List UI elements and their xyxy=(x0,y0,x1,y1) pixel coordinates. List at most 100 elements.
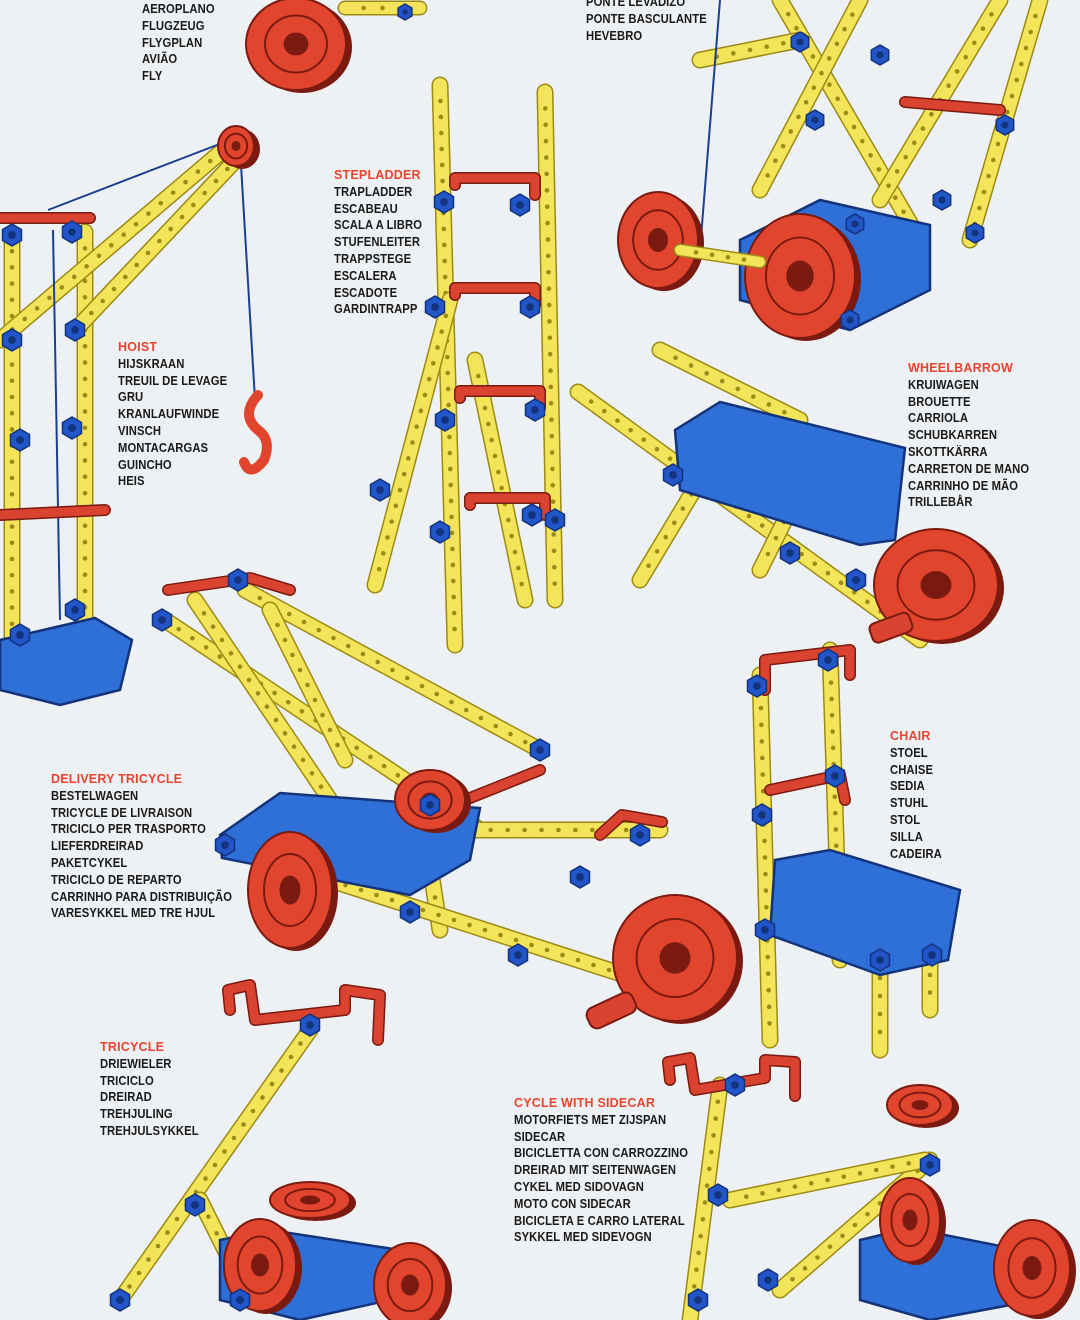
chair-line: SEDIA xyxy=(890,779,925,794)
strip-hole xyxy=(548,368,553,373)
strip-hole xyxy=(544,188,550,193)
wheelbarrow-line: KRUIWAGEN xyxy=(908,377,979,392)
aeroplane-line: AEROPLANO xyxy=(142,2,215,16)
bolt-core xyxy=(191,1201,199,1209)
strip-hole xyxy=(419,683,425,689)
strip-hole xyxy=(448,482,454,488)
bolt-core xyxy=(306,1021,314,1029)
strip-hole xyxy=(452,626,457,632)
strip-hole xyxy=(438,98,443,104)
bolt-core xyxy=(926,1161,934,1169)
hook-icon xyxy=(239,390,272,475)
strip-hole xyxy=(759,739,765,744)
strip-hole xyxy=(404,675,410,681)
cycle-with-sidecar-line: DREIRAD MIT SEITENWAGEN xyxy=(514,1163,677,1178)
strip-hole xyxy=(773,158,778,164)
strip-hole xyxy=(450,546,455,552)
strip-hole xyxy=(467,922,472,928)
strip-hole xyxy=(389,897,395,903)
bolt-core xyxy=(234,576,242,584)
strip-hole xyxy=(318,784,324,789)
strip-hole xyxy=(441,226,447,232)
strip-hole xyxy=(765,173,770,178)
strip-hole xyxy=(829,696,834,702)
strip-hole xyxy=(82,392,88,398)
strip-hole xyxy=(704,1183,710,1189)
strip-hole xyxy=(301,619,307,625)
strip-hole xyxy=(191,202,196,208)
strip-hole xyxy=(759,755,765,761)
strip-hole xyxy=(9,394,15,400)
label-hoist: HOIST HIJSKRAAN TREUIL DE LEVAGE GRU KRA… xyxy=(118,339,239,490)
strip-hole xyxy=(794,25,799,31)
tricycle-title: TRICYCLE xyxy=(100,1040,165,1054)
strip-hole xyxy=(447,434,452,440)
bolt-core xyxy=(536,746,544,754)
strip-hole xyxy=(443,313,449,319)
strip-hole xyxy=(207,158,213,164)
strip-hole xyxy=(343,882,348,888)
chair-line: STUHL xyxy=(890,796,928,811)
strip-hole xyxy=(765,551,771,557)
strip-hole xyxy=(551,548,557,554)
strip-hole xyxy=(544,171,549,177)
strip-hole xyxy=(857,1171,863,1176)
strip-hole xyxy=(345,643,351,649)
strip-hole xyxy=(450,578,456,584)
strip-hole xyxy=(543,138,549,144)
strip-hole xyxy=(719,378,725,384)
strip-hole xyxy=(763,888,769,893)
wheel-rim xyxy=(264,14,328,74)
strip-hole xyxy=(588,399,594,404)
tricycle-line: TREHJULSYKKEL xyxy=(100,1123,199,1138)
axle xyxy=(585,991,638,1030)
aeroplane-line: AVIÃO xyxy=(142,52,178,67)
delivery-tricycle-line: VARESYKKEL MED TRE HJUL xyxy=(51,906,216,921)
strip-hole xyxy=(279,1068,284,1073)
strip-hole xyxy=(773,535,779,541)
strip-hole xyxy=(920,126,926,131)
tricycle-line: TRICICLO xyxy=(100,1073,154,1088)
strip xyxy=(73,138,257,332)
strip-hole xyxy=(492,453,498,459)
strip-hole xyxy=(808,1181,814,1186)
hoist-line: MONTACARGAS xyxy=(118,440,209,455)
strip-hole xyxy=(446,402,451,408)
bolt-core xyxy=(851,220,859,228)
strip-hole xyxy=(222,1149,227,1154)
wheel-rim xyxy=(407,780,453,820)
wheel-rim xyxy=(223,132,249,160)
strip-hole xyxy=(361,5,367,11)
strip-hole xyxy=(876,167,882,172)
strip-hole xyxy=(505,827,510,833)
strip-hole xyxy=(760,772,766,777)
strip-hole xyxy=(82,539,88,545)
strip-hole xyxy=(286,611,292,617)
strip-hole xyxy=(225,166,230,172)
strip-hole xyxy=(82,343,88,349)
strip-hole xyxy=(832,794,838,800)
strip-hole xyxy=(449,514,454,520)
strip-hole xyxy=(418,408,424,414)
strip-hole xyxy=(946,83,951,89)
strip-hole xyxy=(431,361,436,366)
strip-hole xyxy=(851,124,857,130)
strip-hole xyxy=(700,1216,706,1222)
strip-hole xyxy=(709,1149,714,1155)
strip-hole xyxy=(488,827,494,833)
strip-hole xyxy=(834,843,839,849)
strip-hole xyxy=(545,220,550,226)
strip-hole xyxy=(436,912,441,918)
strip-hole xyxy=(1019,61,1024,67)
strip-hole xyxy=(759,722,764,728)
model-delivery-tricycle xyxy=(151,568,743,1030)
bracket xyxy=(595,810,667,840)
strip-hole xyxy=(1005,109,1010,115)
strip-hole xyxy=(375,659,381,665)
strip-hole xyxy=(368,754,373,760)
strip-hole xyxy=(165,1230,170,1235)
strip-hole xyxy=(829,712,835,718)
strip-hole xyxy=(575,957,581,963)
strip-hole xyxy=(549,450,555,455)
